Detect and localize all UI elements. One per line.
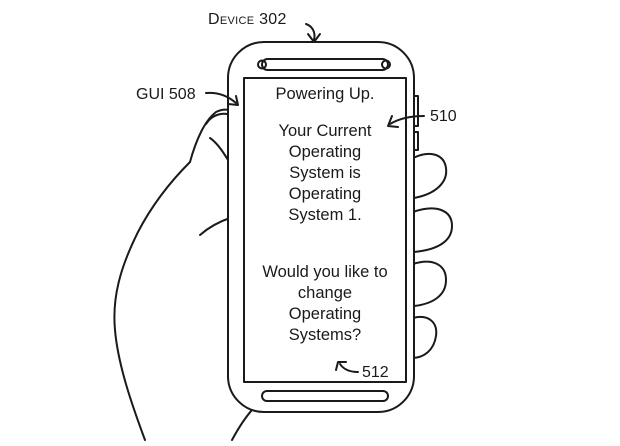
status-line: Operating — [288, 143, 362, 161]
screen-frame — [243, 77, 407, 383]
leader-510 — [389, 115, 425, 125]
screen-title-text: Powering Up. — [275, 85, 375, 103]
leader-512 — [339, 363, 359, 373]
speaker-grille-bottom — [261, 390, 389, 402]
finger-2-outline — [412, 207, 453, 253]
thumb-crease — [199, 217, 231, 236]
side-button-lower — [413, 131, 419, 151]
index-finger-overlap — [209, 137, 229, 161]
label-510: 510 — [430, 108, 457, 125]
prompt-line: change — [297, 284, 353, 302]
arrow-device — [307, 33, 321, 43]
speaker-grille-top — [261, 58, 389, 71]
status-line: Your Current — [278, 122, 372, 140]
status-line: Operating — [288, 185, 362, 203]
screen-status-message: Your Current Operating System is Operati… — [244, 121, 406, 226]
status-line: System 1. — [288, 206, 362, 224]
speaker-dot-right — [381, 59, 391, 70]
arrow-510 — [387, 115, 399, 128]
leader-gui — [205, 91, 237, 104]
label-512: 512 — [362, 364, 389, 381]
side-button-upper — [413, 95, 419, 127]
prompt-line: Would you like to — [262, 263, 388, 281]
status-line: System is — [289, 164, 361, 182]
arrow-gui — [227, 95, 239, 106]
prompt-line: Systems? — [288, 326, 362, 344]
finger-4-outline — [411, 316, 438, 359]
arrow-512 — [335, 361, 347, 371]
label-device: Device 302 — [208, 11, 287, 28]
finger-1-outline — [412, 152, 448, 199]
screen-prompt-message: Would you like to change Operating Syste… — [244, 262, 406, 346]
screen-title: Powering Up. — [244, 84, 406, 105]
speaker-dot-left — [257, 59, 267, 70]
hand-palm-outline — [113, 161, 191, 441]
label-gui: GUI 508 — [136, 86, 196, 103]
finger-3-outline — [412, 260, 447, 307]
leader-device — [305, 23, 316, 41]
prompt-line: Operating — [288, 305, 362, 323]
